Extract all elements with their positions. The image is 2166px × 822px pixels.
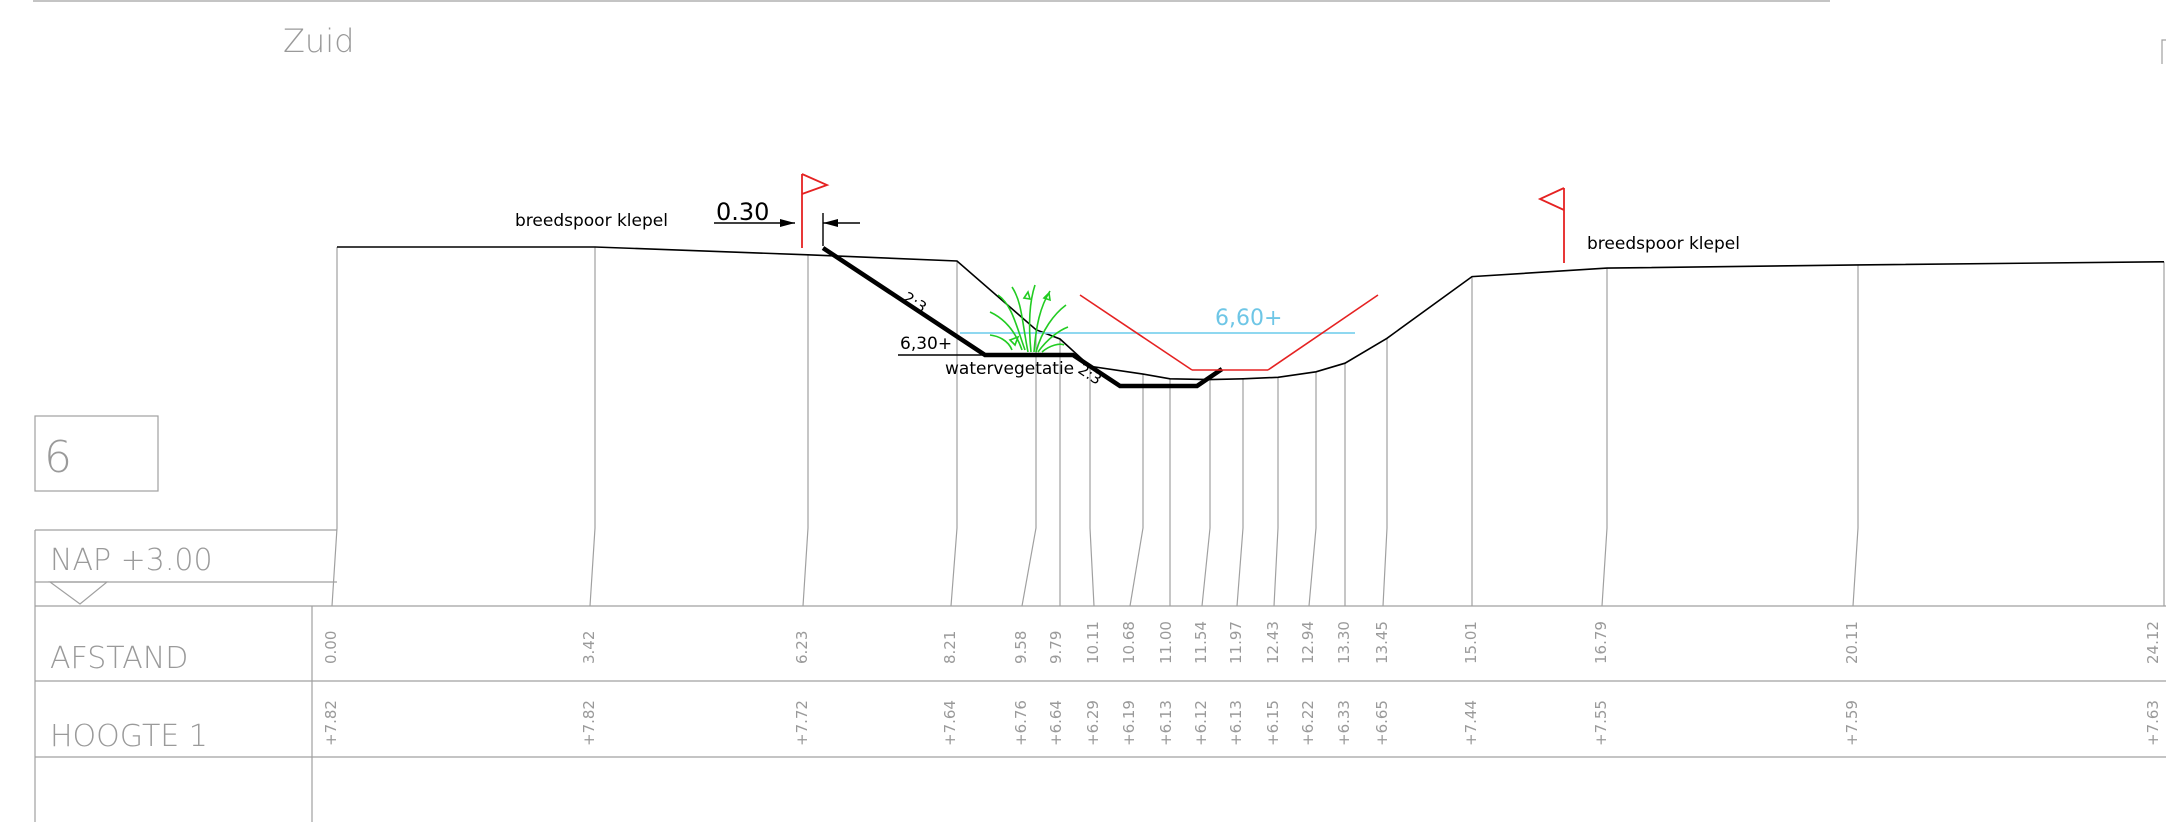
station-line — [1382, 338, 1388, 607]
bottom-level-label: 6,30+ — [900, 334, 952, 354]
hoogte-value: +7.82 — [580, 700, 598, 746]
hoogte-value: +7.44 — [1462, 700, 1480, 746]
reference-level-label: NAP +3.00 — [50, 543, 213, 578]
profile-number-box — [34, 415, 159, 492]
profile-number: 6 — [44, 432, 72, 483]
hoogte-value: +7.64 — [941, 700, 959, 746]
afstand-value: 6.23 — [793, 631, 811, 664]
afstand-value: 9.58 — [1012, 631, 1030, 664]
station-grid — [331, 247, 2165, 607]
station-line — [331, 247, 338, 607]
hoogte-value: +6.19 — [1120, 700, 1138, 746]
vegetation-label: watervegetatie — [945, 359, 1074, 379]
hoogte-value: +6.12 — [1192, 700, 1210, 746]
slope-lower-label: 2:3 — [1075, 360, 1105, 388]
direction-label: Zuid — [283, 22, 354, 60]
red-design-line-left — [1079, 294, 1193, 371]
afstand-row-label: AFSTAND — [50, 641, 188, 676]
afstand-value: 24.12 — [2144, 621, 2162, 664]
station-labels: 0.00 +7.82 3.42 +7.82 6.23 +7.72 8.21 +7.64 9.58… — [322, 621, 2162, 746]
hoogte-value: +7.82 — [322, 700, 340, 746]
water-vegetation-icon — [989, 284, 1069, 353]
afstand-value: 11.00 — [1157, 621, 1175, 664]
hoogte-value: +6.15 — [1264, 700, 1282, 746]
hoogte-value: +6.65 — [1373, 700, 1391, 746]
station-line — [589, 247, 596, 607]
slope-upper-label: 2:3 — [900, 288, 930, 316]
station-line — [1089, 366, 1095, 607]
station-line — [1852, 264, 1859, 607]
offset-dimension-label: 0.30 — [716, 198, 769, 226]
afstand-value: 9.79 — [1047, 631, 1065, 664]
reference-level-triangle-icon — [48, 581, 109, 605]
afstand-value: 11.97 — [1227, 621, 1245, 664]
hoogte-value: +6.13 — [1157, 700, 1175, 746]
afstand-value: 8.21 — [941, 631, 959, 664]
afstand-value: 12.43 — [1264, 621, 1282, 664]
afstand-value: 0.00 — [322, 631, 340, 664]
station-line — [1236, 378, 1244, 607]
afstand-value: 16.79 — [1592, 621, 1610, 664]
hoogte-value: +6.22 — [1299, 700, 1317, 746]
flag-right-icon — [1537, 187, 1565, 263]
afstand-value: 15.01 — [1462, 621, 1480, 664]
afstand-value: 10.11 — [1084, 621, 1102, 664]
afstand-value: 13.30 — [1335, 621, 1353, 664]
hoogte-value: +6.64 — [1047, 700, 1065, 746]
hoogte-value: +7.59 — [1843, 700, 1861, 746]
offset-dimension: 0.30 — [714, 198, 860, 246]
station-line — [1021, 329, 1037, 607]
hoogte-row-label: HOOGTE 1 — [50, 719, 208, 754]
hoogte-value: +6.29 — [1084, 700, 1102, 746]
corner-mark — [2161, 39, 2166, 64]
hoogte-value: +6.76 — [1012, 700, 1030, 746]
station-line — [1273, 377, 1279, 607]
station-line — [1601, 268, 1608, 607]
hoogte-value: +6.13 — [1227, 700, 1245, 746]
hoogte-value: +7.72 — [793, 700, 811, 746]
design-profile — [821, 246, 1224, 389]
hoogte-value: +7.55 — [1592, 700, 1610, 746]
station-line — [1129, 374, 1144, 607]
station-line — [1308, 371, 1317, 607]
right-track-label: breedspoor klepel — [1587, 234, 1740, 254]
afstand-value: 12.94 — [1299, 621, 1317, 664]
left-track-label: breedspoor klepel — [515, 211, 668, 231]
afstand-value: 3.42 — [580, 631, 598, 664]
afstand-value: 11.54 — [1192, 621, 1210, 664]
hoogte-value: +6.33 — [1335, 700, 1353, 746]
water-level-label: 6,60+ — [1215, 306, 1282, 331]
afstand-value: 20.11 — [1843, 621, 1861, 664]
hoogte-value: +7.63 — [2144, 700, 2162, 746]
afstand-value: 13.45 — [1373, 621, 1391, 664]
red-design-line-right — [1267, 294, 1379, 371]
station-line — [950, 261, 958, 607]
flag-left-icon — [801, 173, 830, 248]
station-line — [802, 254, 809, 607]
afstand-value: 10.68 — [1120, 621, 1138, 664]
station-line — [1201, 379, 1211, 607]
